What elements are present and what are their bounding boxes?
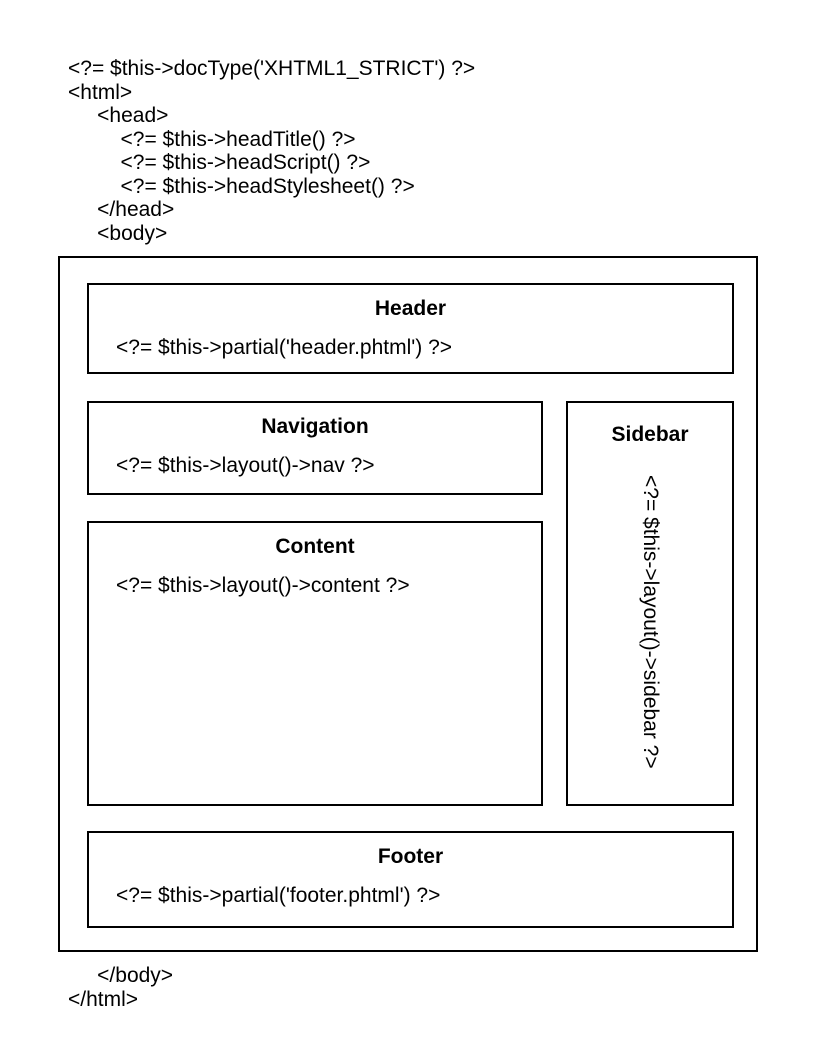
sidebar-vertical-code-area: <?= $this->layout()->sidebar ?>	[568, 447, 732, 804]
footer-box: Footer <?= $this->partial('footer.phtml'…	[87, 831, 734, 928]
sidebar-box-code: <?= $this->layout()->sidebar ?>	[639, 474, 662, 769]
header-box: Header <?= $this->partial('header.phtml'…	[87, 283, 734, 374]
body-wireframe-box: Header <?= $this->partial('header.phtml'…	[58, 256, 758, 952]
footer-box-title: Footer	[377, 845, 444, 868]
bottom-code-listing: </body> </html>	[68, 964, 174, 1011]
top-code-listing: <?= $this->docType('XHTML1_STRICT') ?> <…	[68, 57, 476, 245]
content-box-title: Content	[275, 535, 355, 558]
content-box-code: <?= $this->layout()->content ?>	[116, 574, 410, 597]
content-box: Content <?= $this->layout()->content ?>	[87, 521, 543, 806]
navigation-box-code: <?= $this->layout()->nav ?>	[116, 454, 375, 477]
navigation-box: Navigation <?= $this->layout()->nav ?>	[87, 401, 543, 495]
footer-box-code: <?= $this->partial('footer.phtml') ?>	[116, 884, 441, 907]
navigation-box-title: Navigation	[261, 415, 369, 438]
sidebar-box-title: Sidebar	[611, 423, 689, 446]
header-box-code: <?= $this->partial('header.phtml') ?>	[116, 336, 453, 359]
header-box-title: Header	[374, 297, 447, 320]
sidebar-box: Sidebar <?= $this->layout()->sidebar ?>	[566, 401, 734, 806]
